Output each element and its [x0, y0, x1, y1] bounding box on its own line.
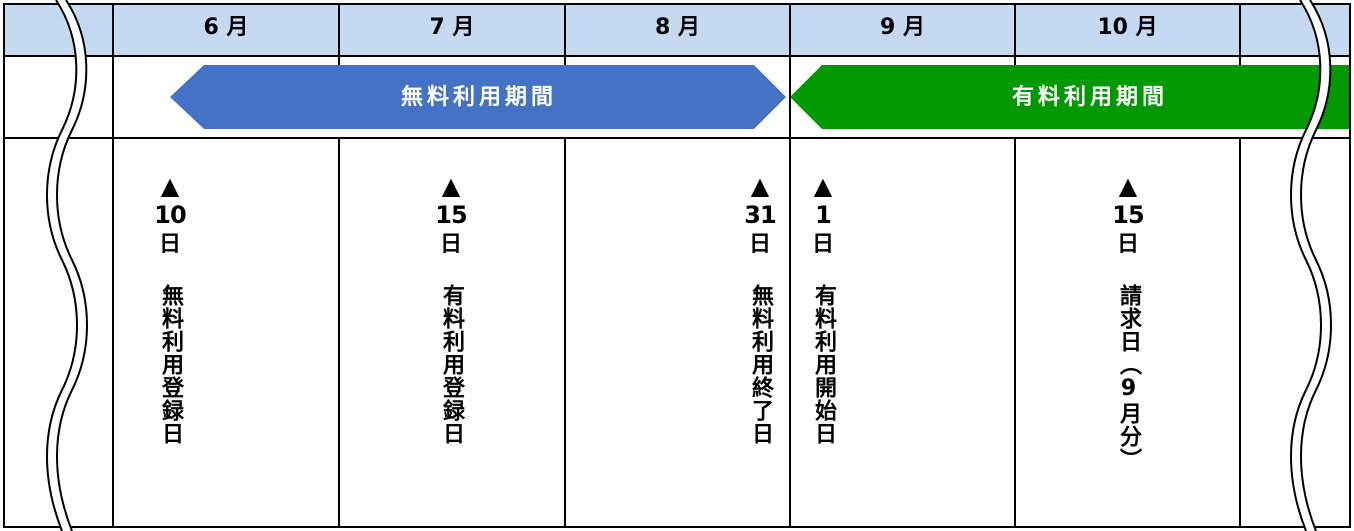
- month-june: 6 月: [203, 15, 249, 40]
- event-billing-date: ▲ 15 日 請求日（9月分）: [1108, 172, 1148, 471]
- event-description: 有料利用登録日: [439, 284, 464, 445]
- event-description: 無料利用登録日: [158, 284, 183, 445]
- month-july: 7 月: [429, 15, 475, 40]
- triangle-marker-icon: ▲: [813, 172, 833, 200]
- event-description: 請求日（9月分）: [1116, 284, 1141, 471]
- left-break-mark: [47, 0, 87, 531]
- event-day-unit: 日: [439, 232, 462, 257]
- event-description: 無料利用終了日: [748, 284, 773, 445]
- event-day: 15: [1112, 201, 1144, 229]
- triangle-marker-icon: ▲: [1118, 172, 1138, 200]
- month-august: 8 月: [655, 15, 700, 40]
- triangle-marker-icon: ▲: [750, 172, 770, 200]
- paid-period-label: 有料利用期間: [1011, 85, 1168, 110]
- month-september: 9 月: [880, 15, 925, 40]
- event-day: 31: [744, 201, 776, 229]
- event-description: 有料利用開始日: [811, 284, 836, 445]
- event-day-unit: 日: [811, 232, 834, 257]
- event-day-unit: 日: [748, 232, 771, 257]
- event-day: 1: [815, 201, 832, 229]
- triangle-marker-icon: ▲: [160, 172, 180, 200]
- event-paid-start: ▲ 1 日 有料利用開始日: [803, 172, 843, 445]
- event-paid-registration: ▲ 15 日 有料利用登録日: [431, 172, 471, 445]
- right-break-mark: [1291, 0, 1331, 531]
- triangle-marker-icon: ▲: [441, 172, 461, 200]
- event-day: 10: [154, 201, 186, 229]
- event-free-registration: ▲ 10 日 無料利用登録日: [150, 172, 190, 445]
- free-period-arrow: [170, 65, 786, 129]
- paid-period-arrow: [790, 65, 1350, 129]
- month-october: 10 月: [1097, 15, 1158, 40]
- right-break-line-b: [1300, 0, 1332, 531]
- left-break-line-b: [56, 0, 88, 531]
- event-day: 15: [435, 201, 467, 229]
- right-break-line-a: [1290, 0, 1322, 531]
- left-break-line-a: [46, 0, 78, 531]
- event-day-unit: 日: [158, 232, 181, 257]
- free-period-label: 無料利用期間: [400, 85, 557, 110]
- outer-border: [3, 3, 1351, 528]
- header-band: [4, 4, 1350, 56]
- event-day-unit: 日: [1116, 232, 1139, 257]
- event-free-end: ▲ 31 日 無料利用終了日: [740, 172, 780, 445]
